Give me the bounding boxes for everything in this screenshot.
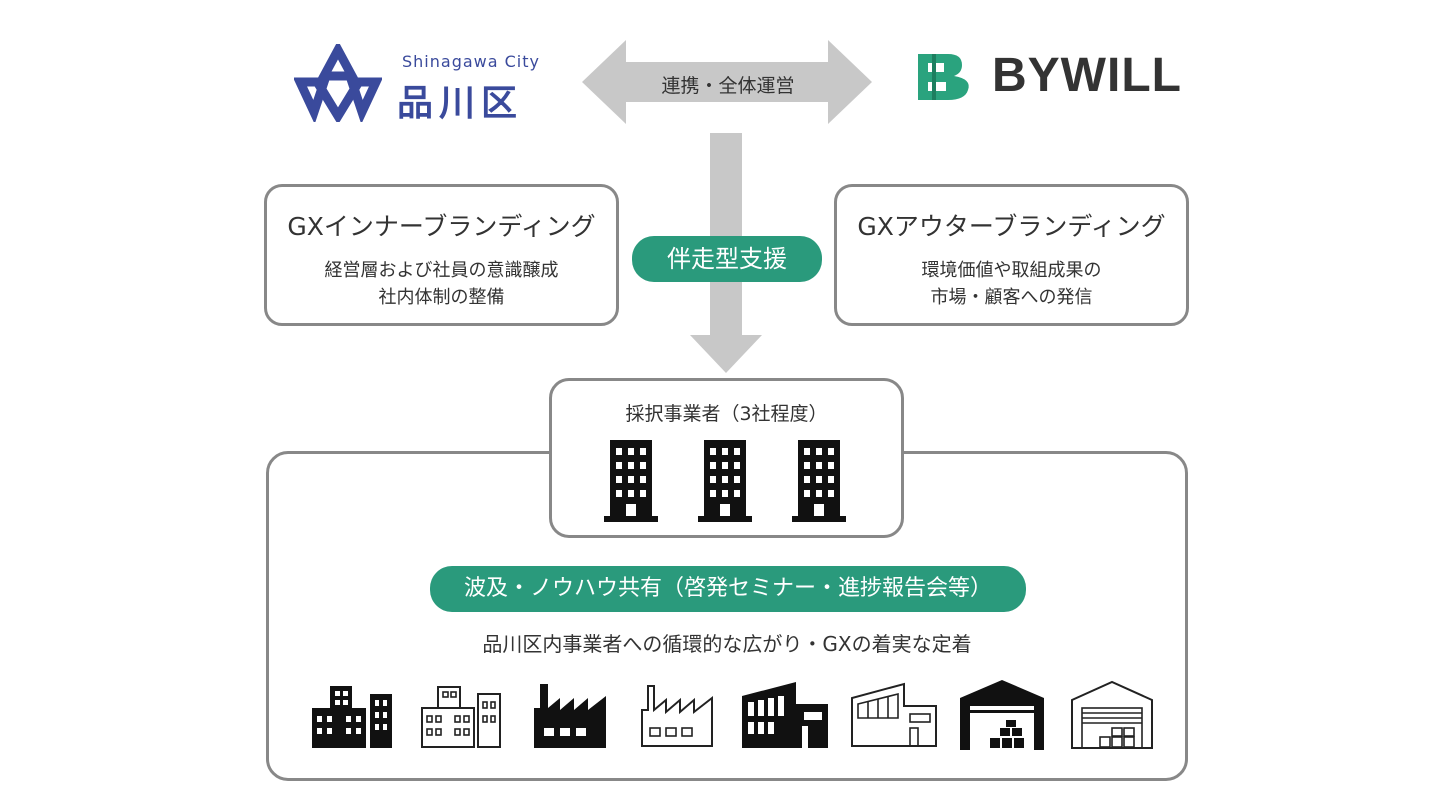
office-buildings-outline-icon	[421, 686, 501, 748]
warehouse-icon	[960, 680, 1044, 750]
outer-branding-line-1: 環境価値や取組成果の	[921, 260, 1102, 281]
building-icon	[604, 440, 658, 522]
selected-companies-title: 採択事業者（3社程度）	[625, 403, 828, 425]
warehouse-outline-icon	[1071, 680, 1153, 749]
plant-icon	[742, 682, 828, 748]
support-pill: 伴走型支援	[632, 236, 822, 282]
bywill-logo-text: BYWILL	[992, 49, 1182, 102]
spread-pill: 波及・ノウハウ共有（啓発セミナー・進捗報告会等）	[430, 566, 1026, 612]
inner-branding-line-1: 経営層および社員の意識醸成	[324, 260, 559, 281]
building-icon	[792, 440, 846, 522]
outer-branding-title: GXアウターブランディング	[857, 212, 1166, 241]
inner-branding-line-2: 社内体制の整備	[378, 287, 505, 308]
outer-branding-box: GXアウターブランディング 環境価値や取組成果の 市場・顧客への発信	[834, 184, 1189, 326]
inner-branding-box: GXインナーブランディング 経営層および社員の意識醸成 社内体制の整備	[264, 184, 619, 326]
spread-description: 品川区内事業者への循環的な広がり・GXの着実な定着	[482, 632, 972, 656]
shinagawa-logo-mark-icon	[294, 44, 382, 122]
double-arrow-icon	[582, 40, 872, 124]
factory-outline-icon	[641, 685, 713, 747]
bywill-logo-mark-icon	[918, 54, 969, 100]
city-name-ja: 品川区	[397, 83, 524, 124]
factory-icon	[534, 684, 606, 748]
outer-branding-line-2: 市場・顧客への発信	[930, 287, 1093, 308]
collaboration-label: 連携・全体運営	[661, 75, 795, 97]
office-buildings-icon	[312, 686, 392, 748]
selected-companies-box: 採択事業者（3社程度）	[549, 378, 904, 538]
city-name-en: Shinagawa City	[402, 52, 540, 71]
building-icon	[698, 440, 752, 522]
plant-outline-icon	[851, 682, 937, 747]
inner-branding-title: GXインナーブランディング	[287, 212, 596, 241]
